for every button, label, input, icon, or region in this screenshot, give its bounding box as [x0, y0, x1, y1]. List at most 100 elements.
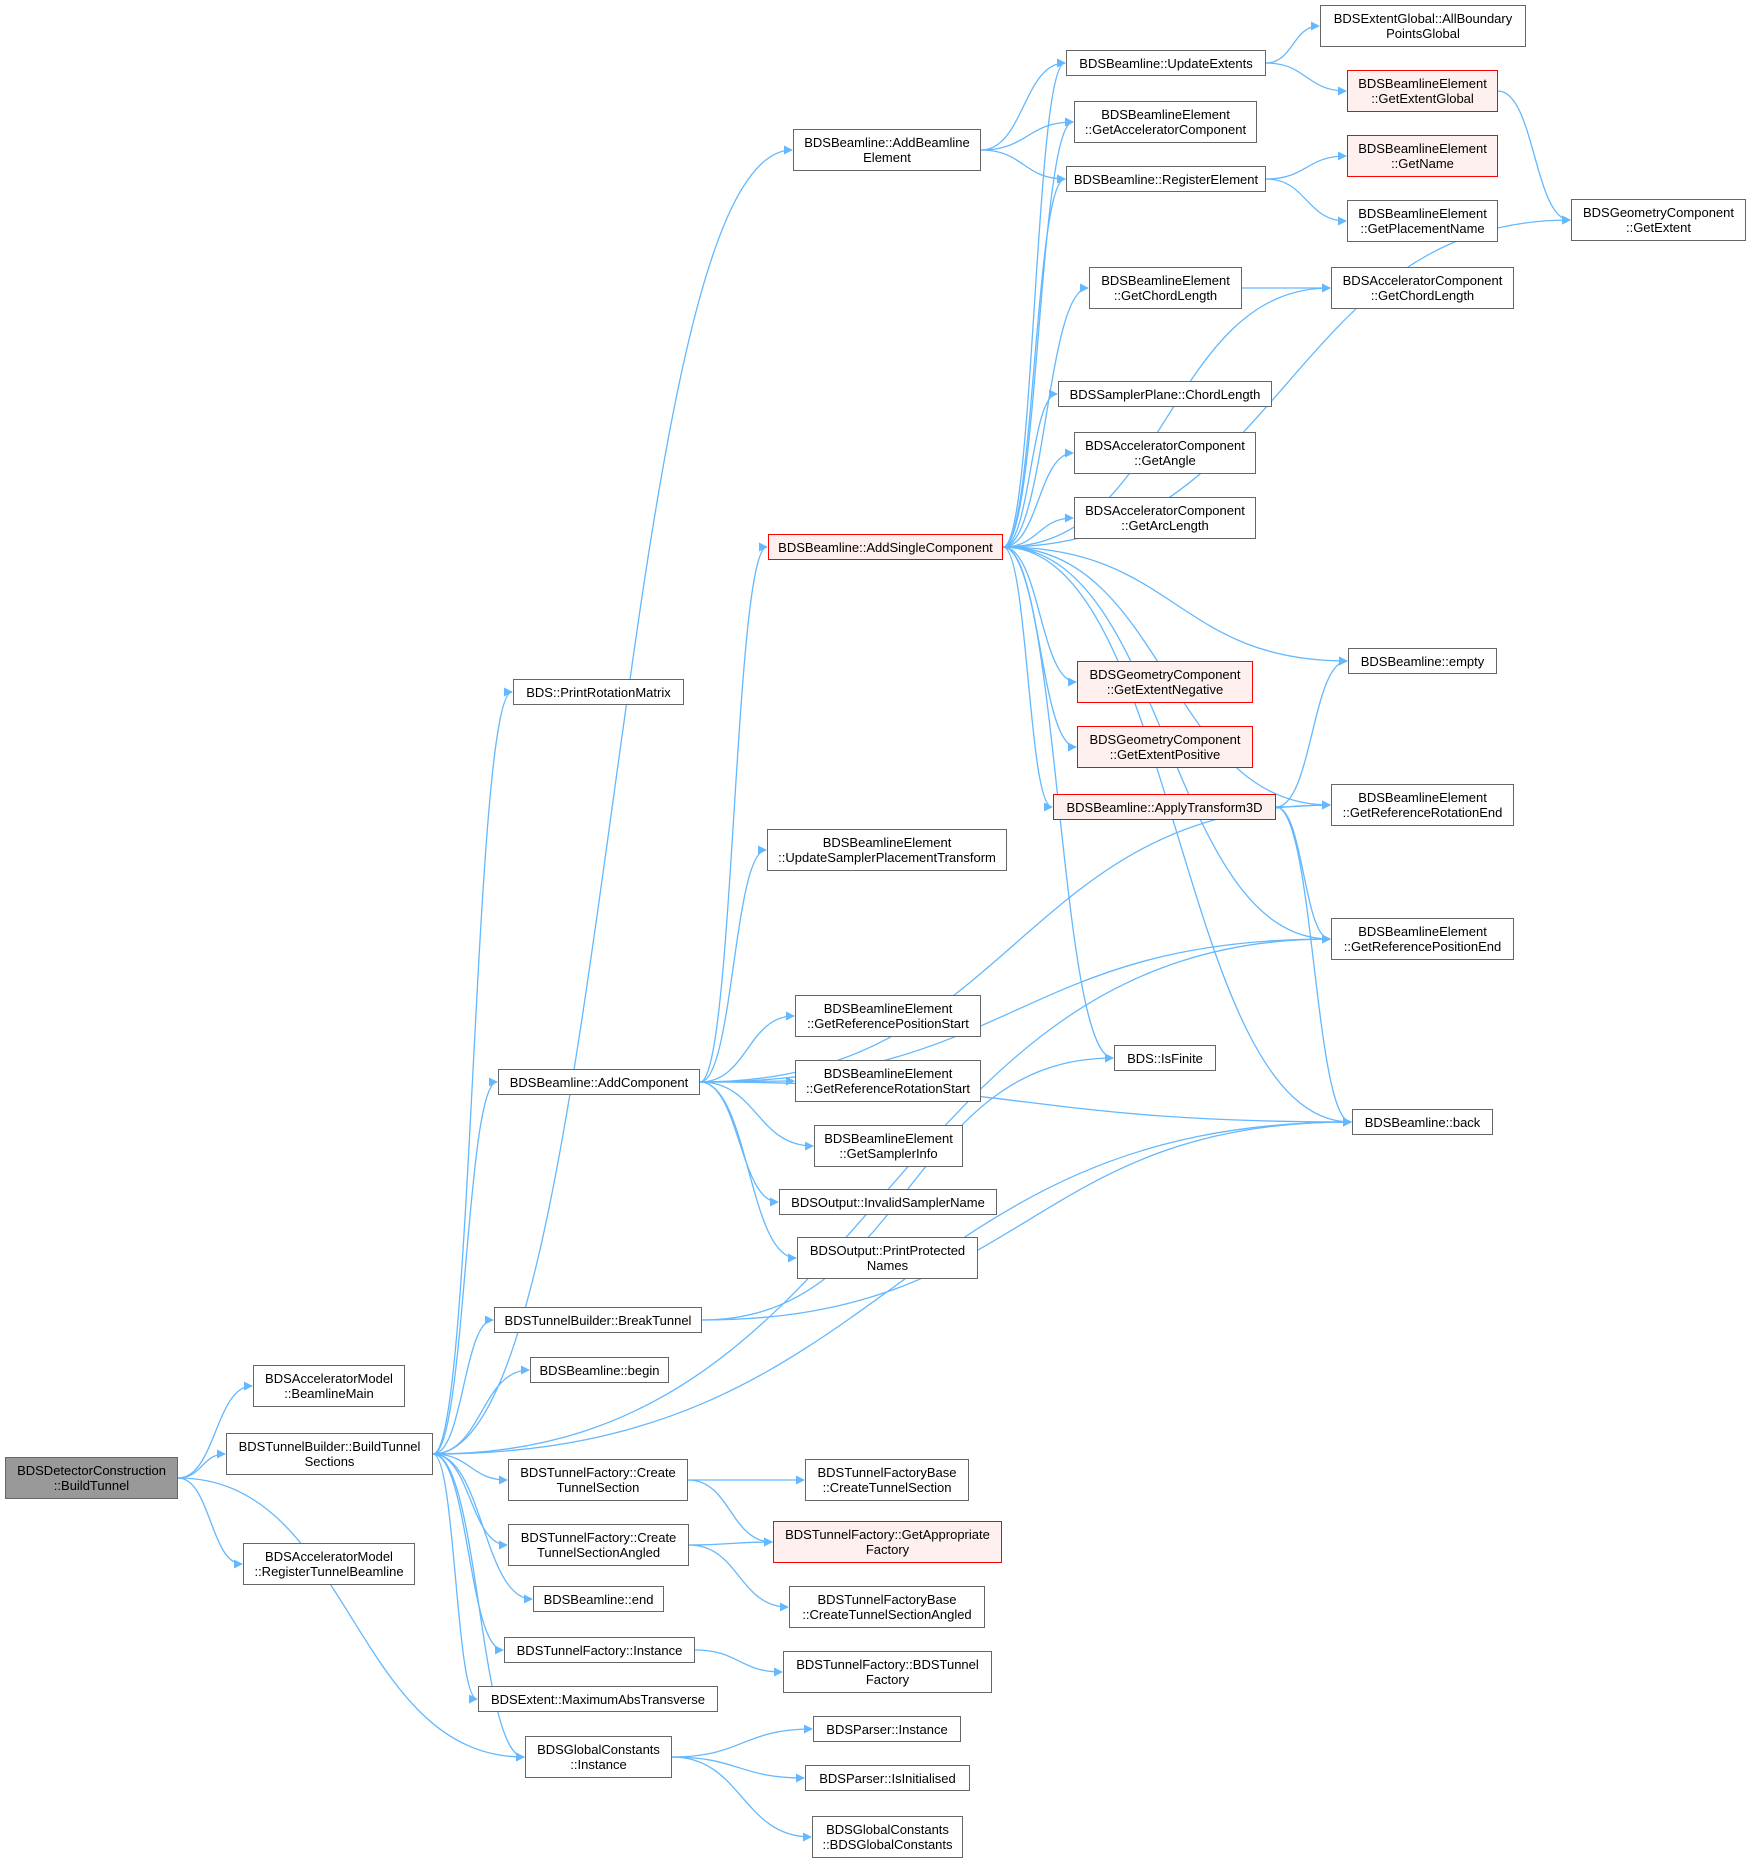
edge-bl-addcomp-to-be-uspt — [699, 845, 767, 1083]
node-label-line: BDSBeamline::RegisterElement — [1073, 171, 1259, 187]
node-be-gac[interactable]: BDSBeamlineElement::GetAcceleratorCompon… — [1074, 101, 1257, 143]
node-out-isn[interactable]: BDSOutput::InvalidSamplerName — [779, 1189, 997, 1215]
node-label-line: BDSAcceleratorModel — [265, 1549, 393, 1564]
node-label-line: BDSBeamline::ApplyTransform3D — [1066, 799, 1263, 815]
node-gc-ctor[interactable]: BDSGlobalConstants::BDSGlobalConstants — [812, 1816, 963, 1858]
edge-bl-asc-to-ac-gcl — [1002, 283, 1331, 548]
node-ac-gcl[interactable]: BDSAcceleratorComponent::GetChordLength — [1331, 267, 1514, 309]
edge-root-to-am-reg — [177, 1477, 243, 1569]
node-ac-ga[interactable]: BDSAcceleratorComponent::GetAngle — [1074, 432, 1256, 474]
node-label-line: ::GetPlacementName — [1360, 221, 1485, 236]
node-bl-asc[interactable]: BDSBeamline::AddSingleComponent — [768, 534, 1003, 560]
edge-tf-ctsa-to-tf-gaf — [688, 1537, 773, 1547]
node-bds-isf[interactable]: BDS::IsFinite — [1114, 1045, 1216, 1071]
node-be-gsi[interactable]: BDSBeamlineElement::GetSamplerInfo — [814, 1125, 963, 1167]
node-label-line: BDSTunnelFactory::Create — [520, 1530, 677, 1545]
node-bl-ue[interactable]: BDSBeamline::UpdateExtents — [1066, 50, 1266, 76]
node-am-main[interactable]: BDSAcceleratorModel::BeamlineMain — [253, 1365, 405, 1407]
node-label-line: BDSDetectorConstruction — [17, 1463, 166, 1478]
node-be-grps[interactable]: BDSBeamlineElement::GetReferencePosition… — [795, 995, 981, 1037]
node-label-line: BDSTunnelFactory::BDSTunnel — [796, 1657, 979, 1672]
node-bl-addcomp[interactable]: BDSBeamline::AddComponent — [498, 1069, 700, 1095]
node-be-gn[interactable]: BDSBeamlineElement::GetName — [1347, 135, 1498, 177]
edge-bl-asc-to-bl-ue — [1002, 58, 1066, 548]
node-label-line: ::GetArcLength — [1121, 518, 1209, 533]
node-label-line: ::GetName — [1391, 156, 1454, 171]
node-label-line: Factory — [865, 1672, 910, 1687]
node-be-gpn[interactable]: BDSBeamlineElement::GetPlacementName — [1347, 200, 1498, 242]
edge-tf-cts-to-tf-gaf — [687, 1479, 773, 1547]
edge-tb-build-to-tb-break — [432, 1315, 494, 1455]
node-gc-gep[interactable]: BDSGeometryComponent::GetExtentPositive — [1077, 726, 1253, 768]
edge-tb-build-to-bl-end — [432, 1453, 533, 1604]
node-label-line: BDSSamplerPlane::ChordLength — [1069, 386, 1261, 402]
edge-tb-build-to-tf-ctsa — [432, 1453, 508, 1550]
node-label-line: ::BuildTunnel — [53, 1478, 130, 1493]
node-tb-break[interactable]: BDSTunnelBuilder::BreakTunnel — [494, 1307, 702, 1333]
edge-gc-inst-to-parser-inst — [671, 1724, 813, 1758]
edge-bl-asc-to-sp-cl — [1002, 389, 1058, 548]
node-ac-gal[interactable]: BDSAcceleratorComponent::GetArcLength — [1074, 497, 1256, 539]
edge-root-to-gc-inst — [177, 1477, 525, 1762]
node-label-line: BDSGeometryComponent — [1089, 732, 1241, 747]
edge-tf-inst-to-tf-ctor — [694, 1649, 783, 1677]
node-be-uspt[interactable]: BDSBeamlineElement::UpdateSamplerPlaceme… — [767, 829, 1007, 871]
edge-bl-asc-to-ac-ga — [1002, 448, 1074, 548]
edge-bl-asc-to-bl-empty — [1002, 546, 1348, 666]
node-bl-begin[interactable]: BDSBeamline::begin — [530, 1357, 669, 1383]
node-parser-inst[interactable]: BDSParser::Instance — [813, 1716, 961, 1742]
node-bl-empty[interactable]: BDSBeamline::empty — [1348, 648, 1497, 674]
node-label-line: BDSOutput::PrintProtected — [809, 1243, 966, 1258]
node-label-line: ::GetReferencePositionStart — [807, 1016, 969, 1031]
node-be-geg[interactable]: BDSBeamlineElement::GetExtentGlobal — [1347, 70, 1498, 112]
node-be-gcl[interactable]: BDSBeamlineElement::GetChordLength — [1089, 267, 1242, 309]
node-tfb-ctsa[interactable]: BDSTunnelFactoryBase::CreateTunnelSectio… — [789, 1586, 985, 1628]
node-label-line: ::GetReferenceRotationEnd — [1342, 805, 1503, 820]
node-be-grpe[interactable]: BDSBeamlineElement::GetReferencePosition… — [1331, 918, 1514, 960]
edge-bl-addcomp-to-out-isn — [699, 1081, 779, 1207]
node-be-grre[interactable]: BDSBeamlineElement::GetReferenceRotation… — [1331, 784, 1514, 826]
node-label-line: BDSBeamlineElement — [1101, 107, 1230, 122]
edge-root-to-am-main — [177, 1381, 253, 1479]
node-gc-gen[interactable]: BDSGeometryComponent::GetExtentNegative — [1077, 661, 1253, 703]
edge-root-to-tb-build — [177, 1449, 226, 1479]
node-ext-max[interactable]: BDSExtent::MaximumAbsTransverse — [478, 1686, 718, 1712]
node-label-line: BDSBeamlineElement — [1358, 790, 1487, 805]
node-bl-at3d[interactable]: BDSBeamline::ApplyTransform3D — [1053, 794, 1276, 820]
edge-tb-build-to-bl-addcomp — [432, 1077, 498, 1455]
node-geo-ge[interactable]: BDSGeometryComponent::GetExtent — [1571, 199, 1746, 241]
node-root[interactable]: BDSDetectorConstruction::BuildTunnel — [5, 1457, 178, 1499]
node-label-line: BDSGlobalConstants — [826, 1822, 949, 1837]
node-label-line: ::UpdateSamplerPlacementTransform — [778, 850, 996, 865]
node-gc-inst[interactable]: BDSGlobalConstants::Instance — [525, 1736, 672, 1778]
node-label-line: BDSBeamline::AddSingleComponent — [778, 539, 993, 555]
node-bl-re[interactable]: BDSBeamline::RegisterElement — [1066, 166, 1266, 192]
node-parser-init[interactable]: BDSParser::IsInitialised — [805, 1765, 970, 1791]
node-am-reg[interactable]: BDSAcceleratorModel::RegisterTunnelBeaml… — [243, 1543, 415, 1585]
node-label-line: ::GetExtentGlobal — [1371, 91, 1474, 106]
node-bds-prm[interactable]: BDS::PrintRotationMatrix — [513, 679, 684, 705]
node-label-line: BDSGeometryComponent — [1582, 205, 1734, 220]
node-label-line: BDSAcceleratorModel — [265, 1371, 393, 1386]
node-label-line: BDSBeamline::back — [1364, 1114, 1481, 1130]
node-label-line: ::RegisterTunnelBeamline — [254, 1564, 404, 1579]
node-bl-back[interactable]: BDSBeamline::back — [1352, 1109, 1493, 1135]
edge-bl-addcomp-to-bl-asc — [699, 542, 768, 1083]
edge-bl-asc-to-bl-re — [1002, 174, 1066, 548]
node-sp-cl[interactable]: BDSSamplerPlane::ChordLength — [1058, 381, 1272, 407]
node-tf-inst[interactable]: BDSTunnelFactory::Instance — [504, 1637, 695, 1663]
node-tfb-cts[interactable]: BDSTunnelFactoryBase::CreateTunnelSectio… — [805, 1459, 969, 1501]
node-bl-end[interactable]: BDSBeamline::end — [533, 1586, 664, 1612]
node-be-grrs[interactable]: BDSBeamlineElement::GetReferenceRotation… — [795, 1060, 981, 1102]
node-label-line: Names — [866, 1258, 909, 1273]
edge-gc-inst-to-gc-ctor — [671, 1756, 812, 1842]
